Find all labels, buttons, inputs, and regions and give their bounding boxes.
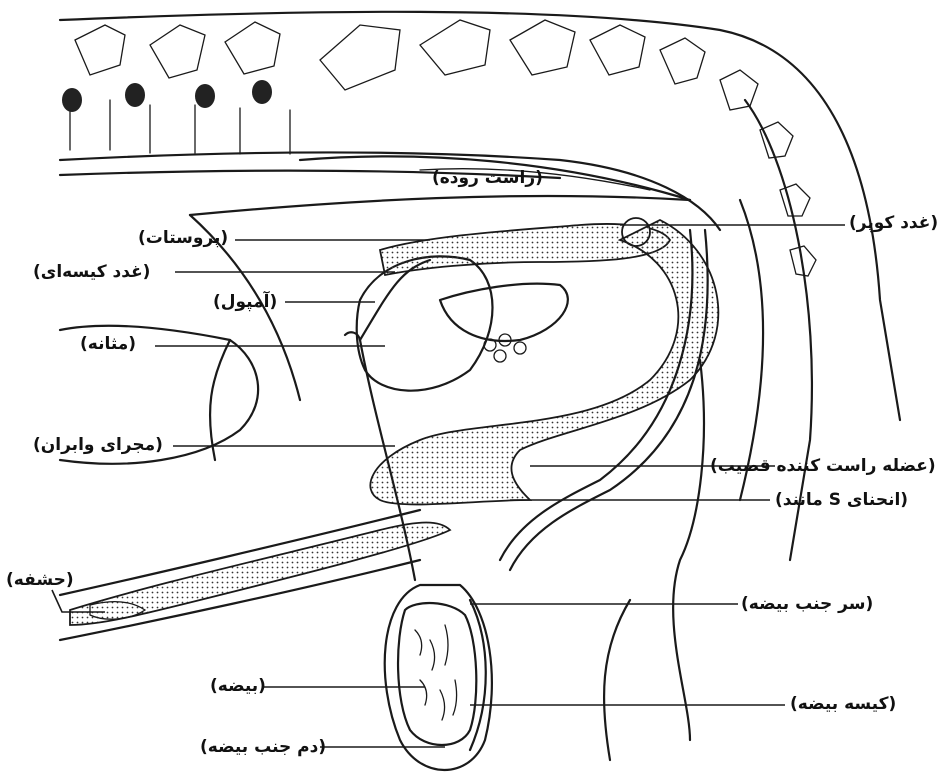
label-ampulla: (آمپول) bbox=[213, 292, 277, 312]
label-vesicular-gland: (غدد کیسه‌ای) bbox=[33, 262, 150, 282]
label-epididymis-head: (سر جنب بیضه) bbox=[741, 594, 873, 614]
label-testis: (بیضه) bbox=[210, 676, 266, 696]
label-retractor-muscle: (عضله راست کننده قضیب) bbox=[710, 456, 936, 476]
label-bladder: (مثانه) bbox=[80, 334, 136, 354]
scrotum-testis bbox=[385, 585, 492, 770]
label-rectum: (راست روده) bbox=[432, 168, 543, 188]
label-prostate: (پروستات) bbox=[138, 228, 228, 248]
label-sigmoid-flexure: (انحنای S مانند) bbox=[775, 490, 908, 510]
label-cowper-gland: (غدد کوپر) bbox=[849, 213, 938, 233]
label-epididymis-tail: (دم جنب بیضه) bbox=[200, 737, 326, 757]
label-scrotum: (کیسه بیضه) bbox=[790, 694, 896, 714]
label-vas-deferens: (مجرای وابران) bbox=[33, 435, 163, 455]
label-glans: (حشفه) bbox=[6, 570, 74, 590]
penis bbox=[60, 220, 718, 640]
bladder bbox=[357, 256, 493, 390]
